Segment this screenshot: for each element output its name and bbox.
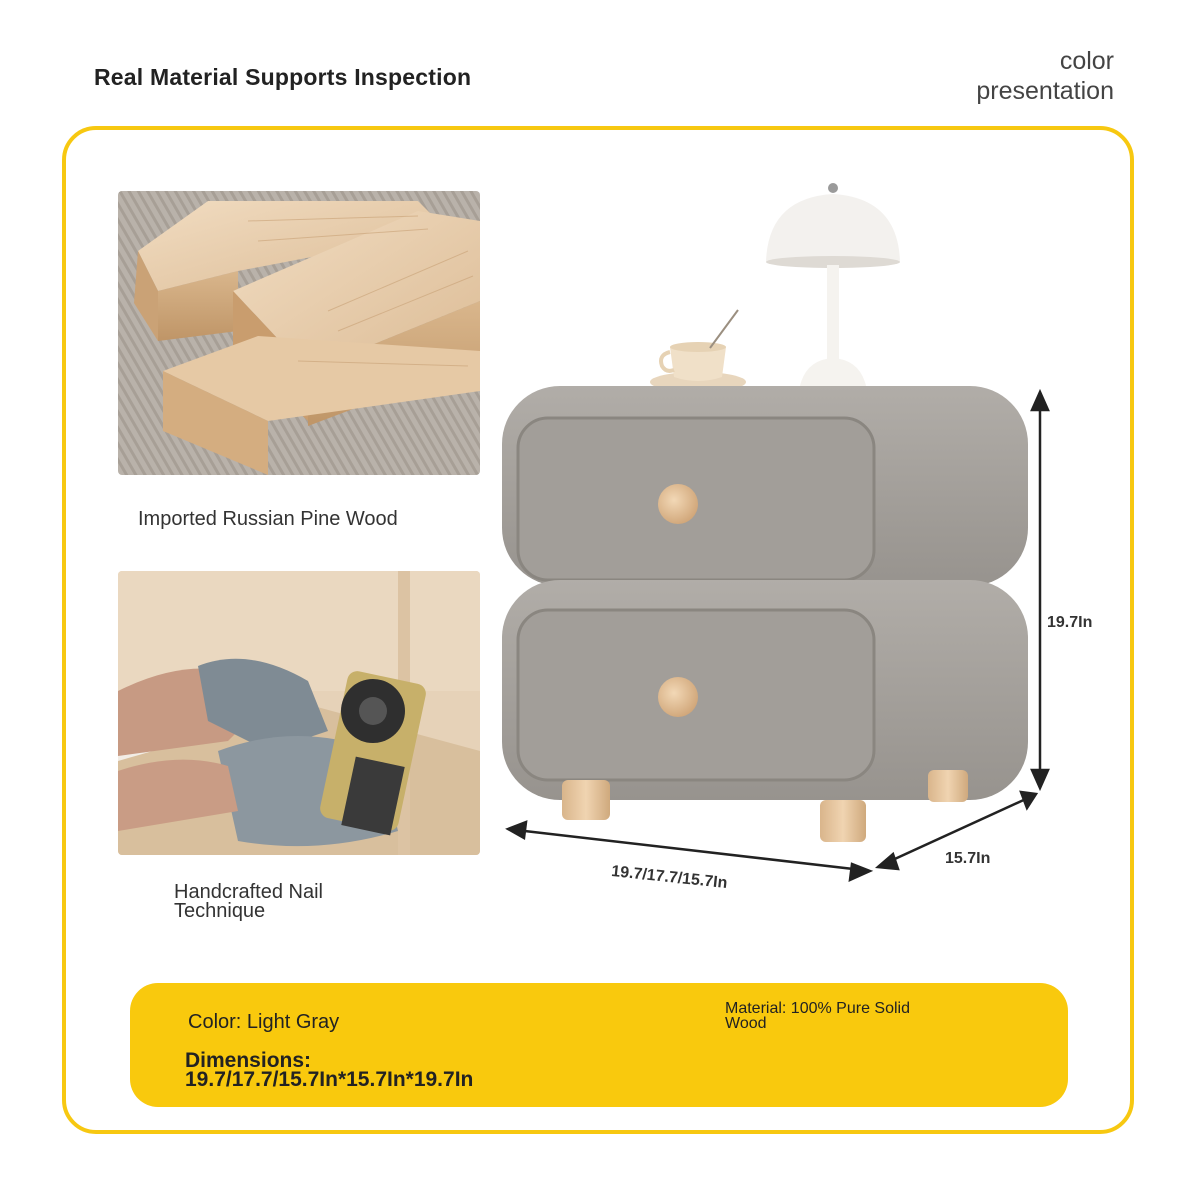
dimension-height-label: 19.7In <box>1047 614 1093 631</box>
dimension-arrows <box>505 388 1050 883</box>
info-color: Color: Light Gray <box>188 1011 340 1033</box>
drawer-knob-icon <box>658 677 698 717</box>
info-material-line2: Wood <box>725 1015 767 1032</box>
page-title: Real Material Supports Inspection <box>94 64 472 90</box>
info-material: Material: 100% Pure Solid Wood <box>725 1000 955 1032</box>
lamp-icon <box>766 183 900 400</box>
info-bar <box>130 983 1068 1107</box>
wood-planks-icon <box>118 191 480 475</box>
info-dimensions-line1: Dimensions: <box>185 1049 312 1072</box>
nightstand-illustration <box>502 183 1050 883</box>
nail-gun-icon <box>118 571 480 855</box>
drawer-knob-icon <box>658 484 698 524</box>
feature-caption-nail: Handcrafted Nail Technique <box>174 881 414 922</box>
info-dimensions-line2: 19.7/17.7/15.7In*15.7In*19.7In <box>185 1068 474 1091</box>
info-material-line1: Material: 100% Pure Solid <box>725 1000 910 1017</box>
feature-caption-nail-line2: Technique <box>174 900 266 922</box>
coffee-cup-icon <box>650 309 746 392</box>
dimension-depth-label: 15.7In <box>945 850 991 867</box>
feature-caption-wood: Imported Russian Pine Wood <box>138 508 398 530</box>
side-label-line1: color <box>1059 47 1114 75</box>
nail-gun-photo <box>118 571 480 855</box>
side-label: color presentation <box>976 46 1114 106</box>
feature-caption-nail-line1: Handcrafted Nail <box>174 881 323 903</box>
wood-planks-photo <box>118 191 480 475</box>
info-dimensions: Dimensions: 19.7/17.7/15.7In*15.7In*19.7… <box>185 1049 474 1091</box>
side-label-line2: presentation <box>976 77 1114 105</box>
